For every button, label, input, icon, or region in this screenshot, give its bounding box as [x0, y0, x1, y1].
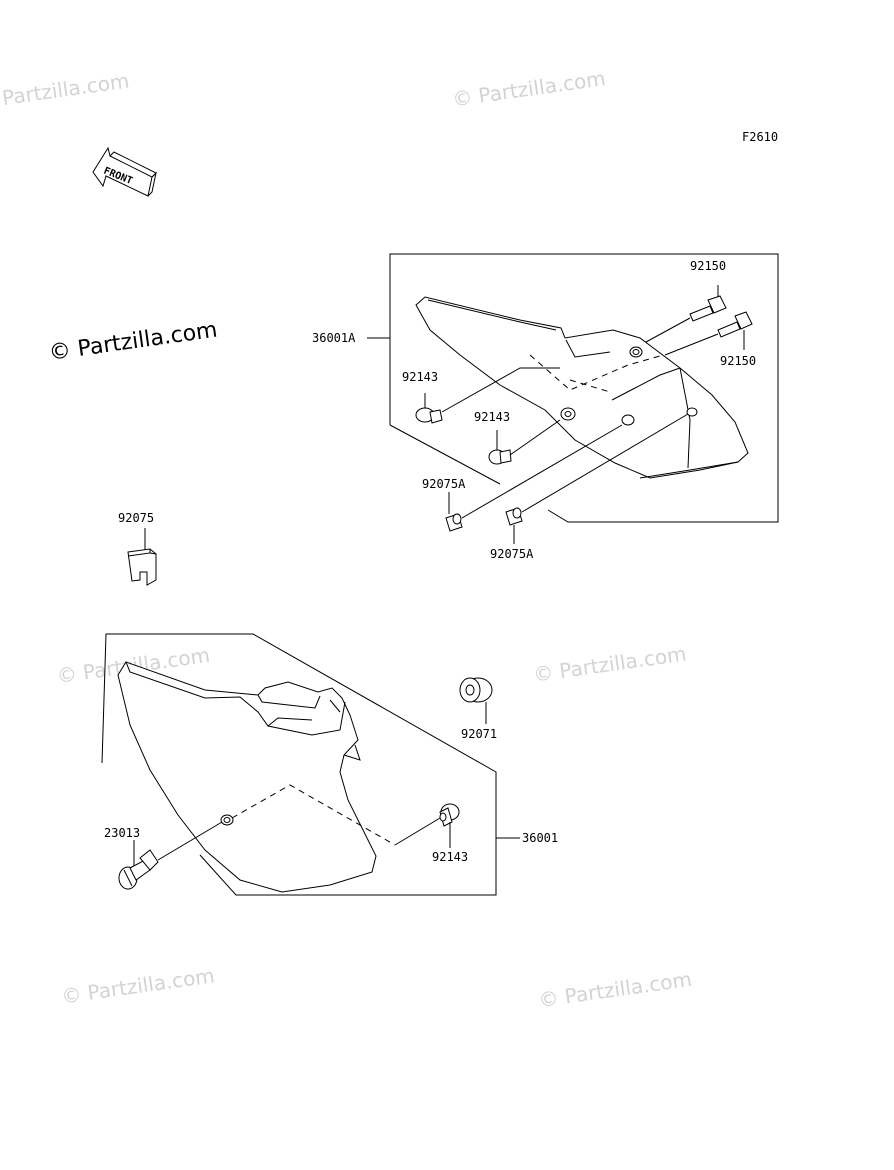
clip-92075: 92075	[118, 511, 157, 586]
label-92075A-left: 92075A	[422, 477, 466, 491]
bolt-lower	[664, 311, 753, 356]
label-36001A: 36001A	[312, 331, 356, 345]
quick-screw	[118, 821, 223, 890]
label-92150-lower: 92150	[720, 354, 756, 368]
grommet-lower	[394, 803, 460, 848]
label-23013: 23013	[104, 826, 140, 840]
grommet-large	[459, 677, 493, 724]
label-92150-upper: 92150	[690, 259, 726, 273]
grommet-mid	[488, 419, 561, 465]
label-92071: 92071	[461, 727, 497, 741]
label-92075A-right: 92075A	[490, 547, 534, 561]
label-92143-upper: 92143	[402, 370, 438, 384]
upper-assembly: 36001A 92150 92150 92143 92143 92075A 92…	[312, 253, 779, 561]
bolt-upper	[645, 285, 727, 343]
label-36001: 36001	[522, 831, 558, 845]
collar-right	[505, 413, 689, 544]
upper-side-cover	[415, 296, 749, 479]
watermark: © Partzilla.com	[451, 66, 607, 111]
front-arrow-icon: FRONT	[92, 146, 157, 197]
watermark: © Partzilla.com	[0, 68, 131, 113]
watermark: © Partzilla.com	[537, 967, 693, 1012]
label-92143-lower: 92143	[432, 850, 468, 864]
lower-assembly: 92071 36001 92143 23013	[101, 633, 558, 896]
label-92075: 92075	[118, 511, 154, 525]
collar-left	[445, 424, 623, 532]
diagram-code: F2610	[742, 130, 778, 144]
watermark: © Partzilla.com	[532, 641, 688, 686]
watermark: © Partzilla.com	[60, 963, 216, 1008]
lower-side-cover	[117, 661, 377, 893]
label-92143-mid: 92143	[474, 410, 510, 424]
grommet-upper	[415, 367, 560, 424]
watermark-main: © Partzilla.com	[47, 318, 219, 366]
